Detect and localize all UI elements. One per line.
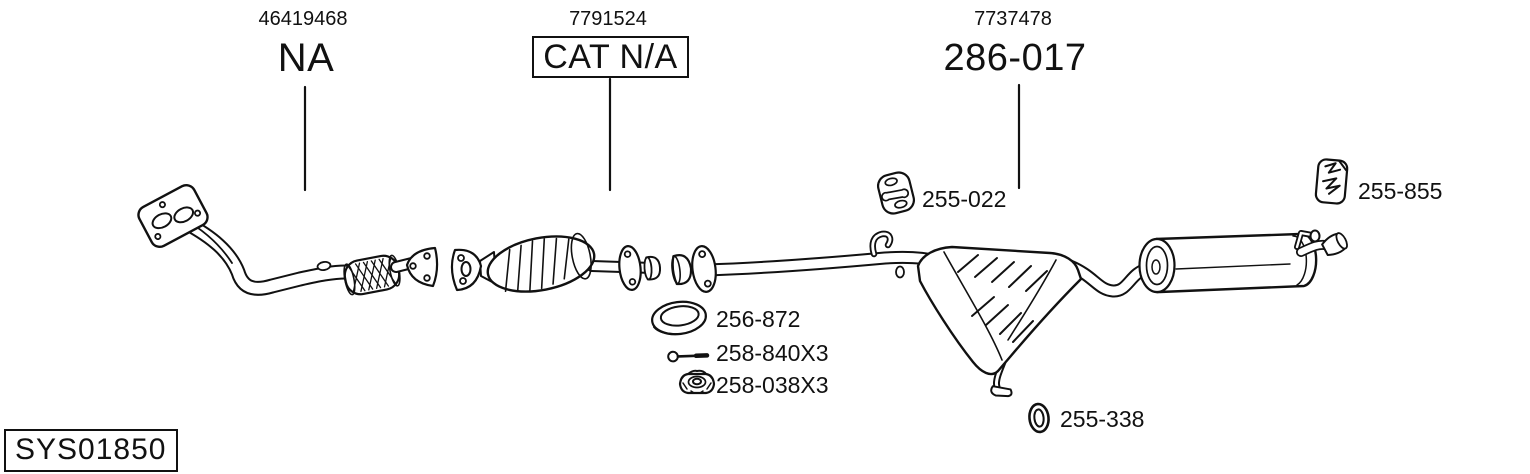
bolt-icon (667, 350, 710, 363)
center-pipe-drawing (671, 230, 955, 293)
callout-258-038x3: 258-038X3 (716, 372, 829, 398)
rubber-hanger-icon (876, 171, 916, 215)
catalytic-converter-drawing (450, 232, 661, 293)
system-code-box: SYS01850 (4, 429, 179, 472)
callout-255-855: 255-855 (1358, 178, 1443, 204)
ref-part-number-3: 7737478 (974, 8, 1052, 30)
ref-label-na: NA (277, 36, 335, 80)
rear-silencer-drawing (1138, 229, 1348, 294)
ref-part-number-1: 46419468 (258, 8, 348, 30)
callout-258-840x3: 258-840X3 (716, 340, 829, 366)
leader-lines (303, 77, 1021, 192)
ref-label-cat-box: CAT N/A (532, 36, 689, 78)
callout-256-872: 256-872 (716, 306, 801, 332)
front-pipe-drawing (137, 183, 439, 296)
gasket-ring-icon (651, 300, 707, 336)
center-silencer-drawing (916, 245, 1083, 398)
ref-part-number-2: 7791524 (569, 8, 647, 30)
o-ring-icon (1028, 402, 1050, 434)
tailpipe-drawing (1296, 232, 1348, 257)
flex-pipe-section (343, 254, 401, 296)
front-pipe-flange (137, 183, 209, 249)
callout-255-022: 255-022 (922, 186, 1007, 212)
nut-icon (678, 369, 716, 395)
ref-label-286-017: 286-017 (943, 37, 1087, 79)
rubber-block-hanger-icon (1314, 158, 1349, 205)
callout-255-338: 255-338 (1060, 406, 1145, 432)
